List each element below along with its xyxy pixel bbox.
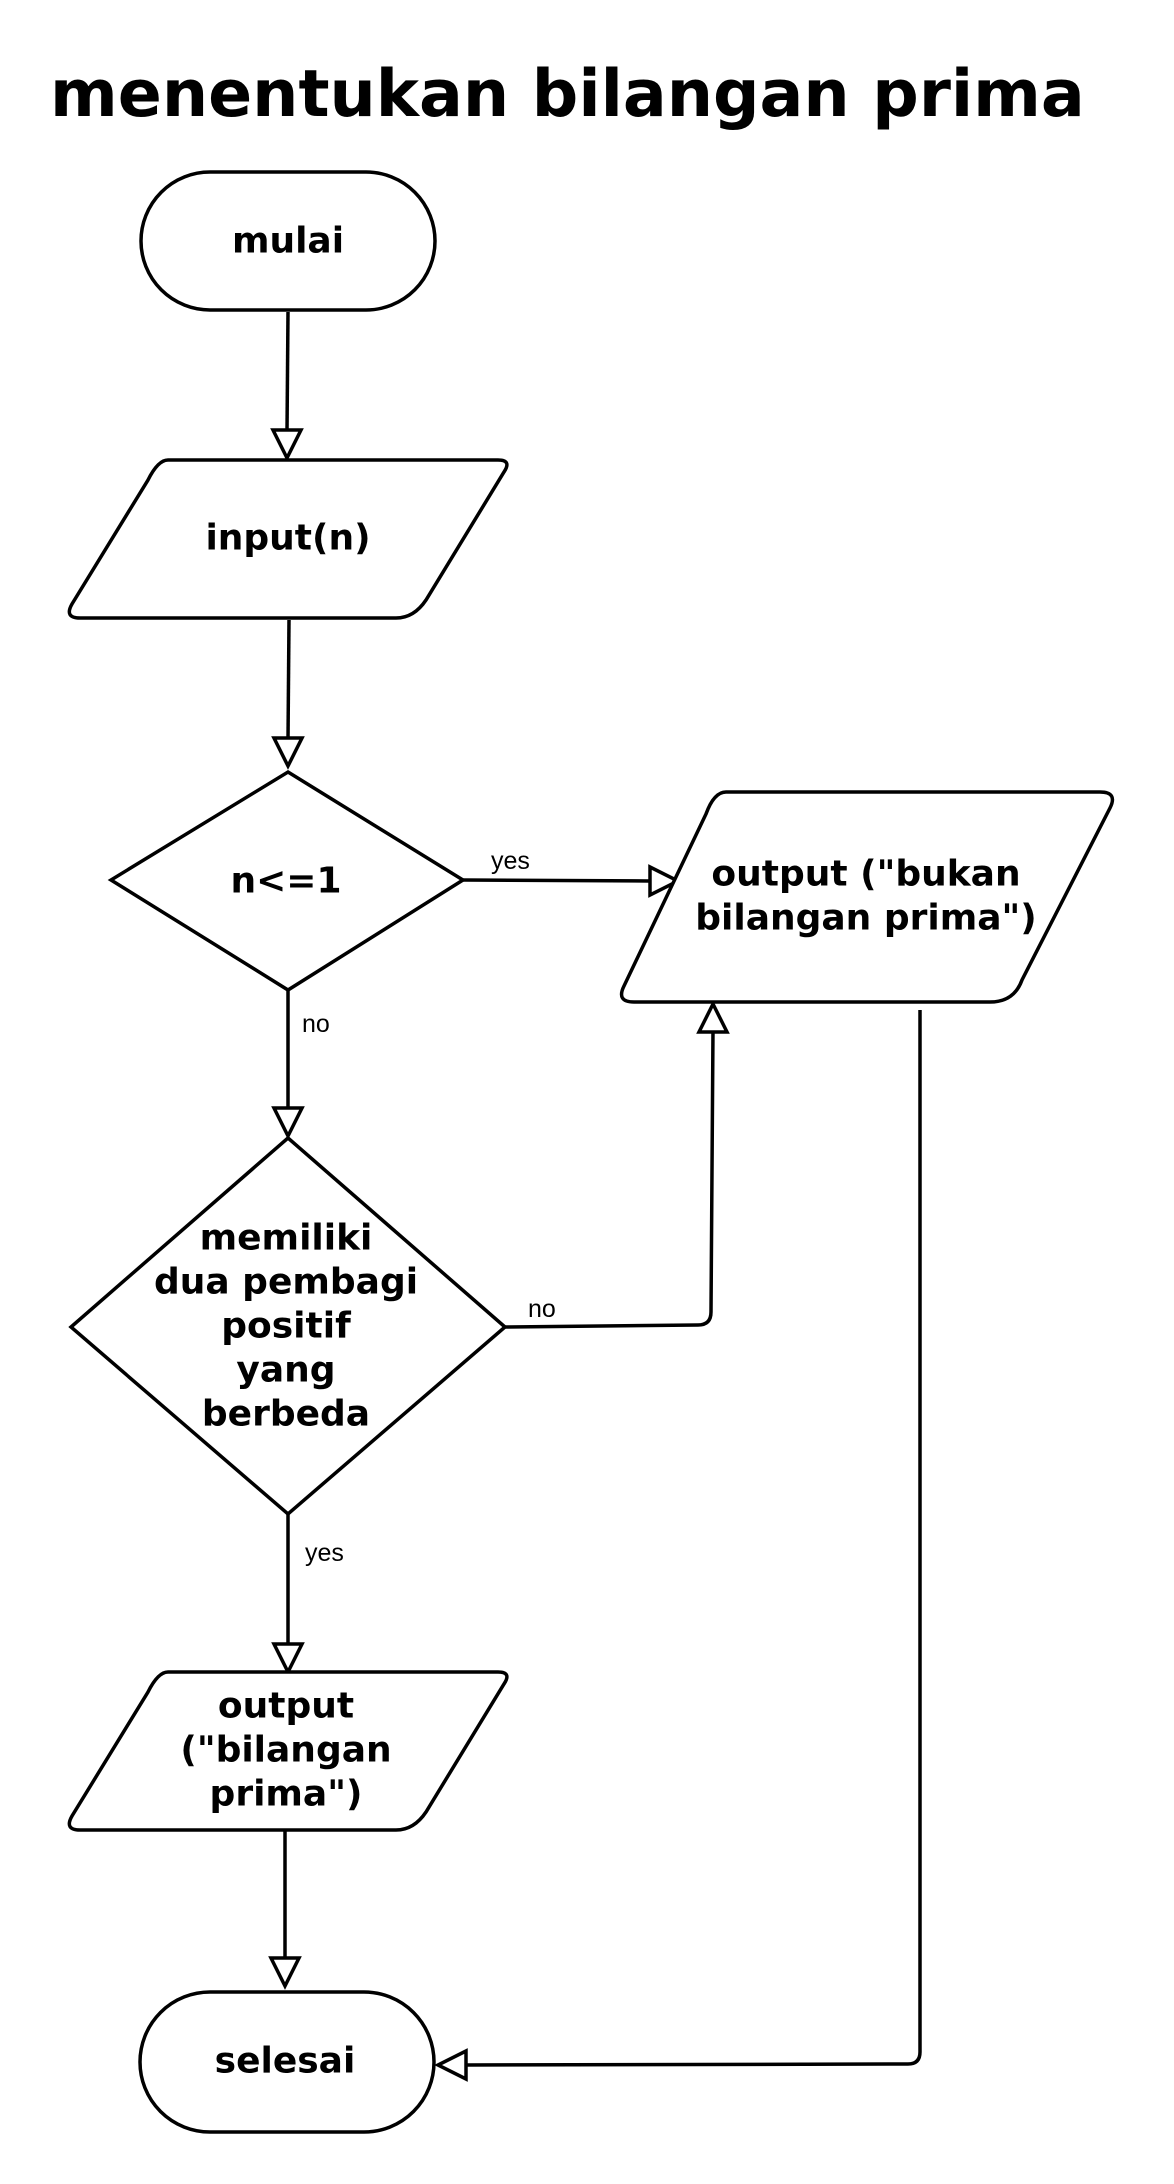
arrowhead-output-not-prime-to-end: [434, 2048, 468, 2082]
arrowhead-decision-n-yes: [648, 864, 682, 898]
edge-label-yes-2: yes: [305, 1539, 344, 1567]
node-end-label: selesai: [215, 2041, 356, 2082]
node-decision-divisors-line-3: positif: [221, 1306, 351, 1347]
node-decision-n: n<=1: [107, 769, 467, 993]
node-output-prime-line-2: ("bilangan: [180, 1730, 391, 1771]
arrowhead-decision-divisors-yes: [271, 1642, 305, 1676]
decision-shape: [68, 1135, 508, 1517]
terminator-shape: [139, 170, 437, 312]
node-output-prime-line-3: prima"): [210, 1774, 363, 1815]
node-output-prime: output ("bilangan prima"): [67, 1670, 509, 1832]
arrowhead-decision-divisors-no: [696, 1000, 730, 1034]
node-end: selesai: [138, 1990, 436, 2134]
io-shape: [619, 790, 1115, 1004]
edge-label-no-2: no: [528, 1295, 556, 1323]
node-decision-n-label: n<=1: [230, 861, 341, 902]
node-input: input(n): [67, 458, 509, 620]
arrowhead-input-to-decision-n: [271, 736, 305, 770]
node-start-label: mulai: [232, 221, 344, 262]
node-output-not-prime: output ("bukan bilangan prima"): [619, 790, 1115, 1004]
node-decision-divisors-line-1: memiliki: [200, 1218, 373, 1259]
node-input-label: input(n): [205, 518, 370, 559]
arrowhead-start-to-input: [270, 428, 304, 462]
edges: yes no no yes: [268, 311, 922, 2082]
io-shape: [67, 458, 509, 620]
node-output-not-prime-line-2: bilangan prima"): [695, 898, 1036, 939]
edge-decision-divisors-no: [504, 1029, 715, 1329]
edge-input-to-decision-n: [286, 619, 291, 741]
node-output-prime-line-1: output: [218, 1686, 354, 1727]
edge-output-not-prime-to-end: [463, 1010, 922, 2067]
arrowhead-output-prime-to-end: [268, 1956, 302, 1990]
terminator-shape: [138, 1990, 436, 2134]
arrowhead-decision-n-no: [271, 1106, 305, 1140]
node-decision-divisors: memiliki dua pembagi positif yang berbed…: [68, 1135, 508, 1517]
io-shape: [67, 1670, 509, 1832]
decision-shape: [107, 769, 467, 993]
node-decision-divisors-line-4: yang: [236, 1350, 335, 1391]
edge-label-no-1: no: [302, 1010, 330, 1038]
diagram-title: menentukan bilangan prima: [50, 57, 1085, 132]
node-output-not-prime-line-1: output ("bukan: [711, 854, 1020, 895]
edge-decision-n-yes: [462, 878, 651, 883]
node-decision-divisors-line-2: dua pembagi: [154, 1262, 418, 1303]
node-decision-divisors-line-5: berbeda: [202, 1394, 370, 1435]
node-start: mulai: [139, 170, 437, 312]
edge-start-to-input: [285, 311, 290, 433]
edge-label-yes-1: yes: [491, 847, 530, 875]
